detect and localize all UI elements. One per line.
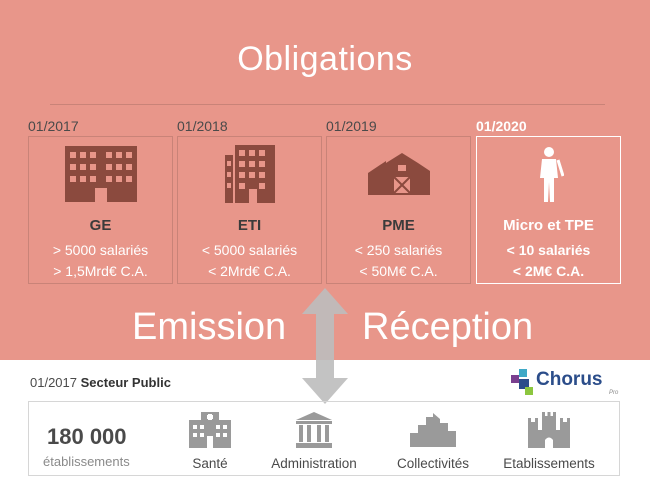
company-card: PME < 250 salariés < 50M€ C.A. <box>326 136 471 284</box>
category-administration: Administration <box>265 410 363 471</box>
column-date: 01/2020 <box>476 118 527 134</box>
chorus-logo: Chorus Pro <box>511 367 621 399</box>
column-ge: 01/2017 GE > 5000 salariés > 1,5Mrd€ C.A… <box>28 118 173 284</box>
chorus-logo-sub: Pro <box>609 390 619 396</box>
company-card: Micro et TPE < 10 salariés < 2M€ C.A. <box>476 136 621 284</box>
public-sector-panel: 180 000 établissements Santé Adm <box>28 401 620 476</box>
revenue-threshold: > 1,5Mrd€ C.A. <box>53 263 148 279</box>
title-divider <box>50 104 605 105</box>
company-card: ETI < 5000 salariés < 2Mrd€ C.A. <box>177 136 322 284</box>
category-label: Santé <box>192 456 228 471</box>
chorus-logo-text: Chorus <box>536 369 603 390</box>
public-sector-label: 01/2017 Secteur Public <box>30 375 171 390</box>
hospital-icon <box>179 410 241 450</box>
employees-threshold: < 5000 salariés <box>201 242 298 258</box>
column-micro-tpe: 01/2020 Micro et TPE < 10 salariés < 2M€… <box>476 118 621 284</box>
public-sector-date: 01/2017 <box>30 375 77 390</box>
column-date: 01/2017 <box>28 118 79 134</box>
government-building-icon <box>265 410 363 450</box>
category-label: Etablissements <box>503 456 595 471</box>
office-building-icon <box>29 145 172 203</box>
column-pme: 01/2019 PME < 250 salariés < 50M€ C.A. <box>326 118 471 284</box>
establishment-count-label: établissements <box>43 454 130 469</box>
revenue-threshold: < 50M€ C.A. <box>359 263 438 279</box>
reception-label: Réception <box>362 306 534 348</box>
company-type: PME <box>382 217 415 234</box>
category-label: Administration <box>271 456 357 471</box>
emission-label: Emission <box>132 306 287 348</box>
employees-threshold: < 10 salariés <box>506 242 591 258</box>
city-icon <box>392 410 474 450</box>
column-eti: 01/2018 ETI < 5000 salariés <box>177 118 322 284</box>
revenue-threshold: < 2M€ C.A. <box>512 263 585 279</box>
company-card: GE > 5000 salariés > 1,5Mrd€ C.A. <box>28 136 173 284</box>
employees-threshold: > 5000 salariés <box>52 242 149 258</box>
page-title: Obligations <box>237 40 413 78</box>
building-icon <box>178 145 321 203</box>
column-date: 01/2019 <box>326 118 377 134</box>
category-collectivites: Collectivités <box>392 410 474 471</box>
employees-threshold: < 250 salariés <box>354 242 443 258</box>
category-etablissements: Etablissements <box>499 410 599 471</box>
company-type: GE <box>89 217 112 234</box>
category-sante: Santé <box>179 410 241 471</box>
castle-icon <box>499 410 599 450</box>
public-sector-title: Secteur Public <box>80 375 171 390</box>
worker-icon <box>477 145 620 203</box>
establishment-count: 180 000 <box>47 424 127 449</box>
barn-icon <box>327 145 470 203</box>
company-type: ETI <box>237 217 262 234</box>
chorus-logo-icon <box>511 369 533 395</box>
category-label: Collectivités <box>396 456 470 471</box>
double-arrow-icon <box>302 288 348 404</box>
company-type: Micro et TPE <box>503 217 594 234</box>
revenue-threshold: < 2Mrd€ C.A. <box>208 263 291 279</box>
column-date: 01/2018 <box>177 118 228 134</box>
